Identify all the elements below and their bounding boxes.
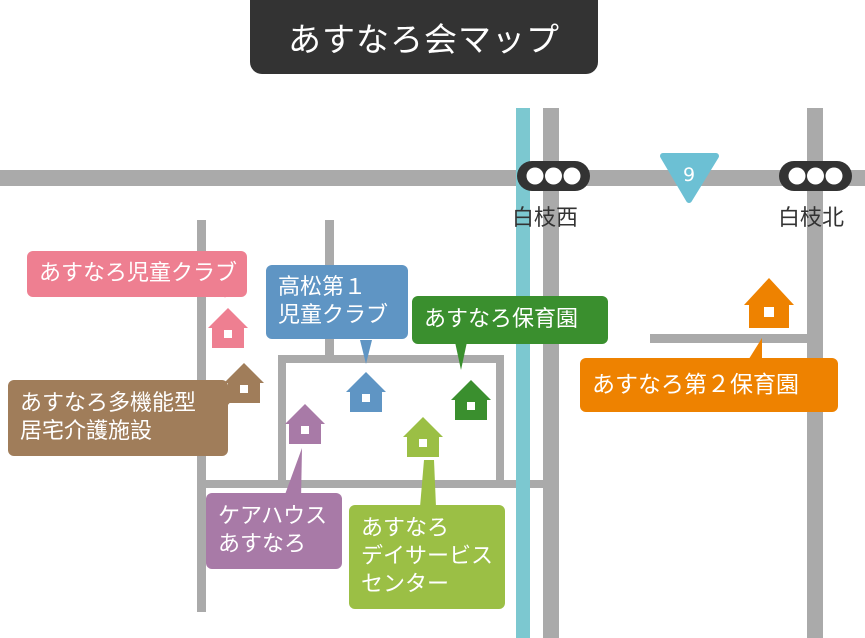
road-block-top <box>278 355 504 363</box>
map-title: あすなろ会マップ <box>250 0 598 74</box>
house-icon <box>285 404 325 444</box>
river <box>516 108 530 638</box>
route-sign-icon: 9 <box>660 153 719 203</box>
road-lower-horizontal <box>200 480 545 488</box>
facility-name-line: あすなろ児童クラブ <box>39 261 238 286</box>
facility-name-line: 児童クラブ <box>278 303 389 328</box>
road-block-left <box>278 355 286 486</box>
road-to-hoikuen2 <box>650 334 810 343</box>
facility-name-line: あすなろ第２保育園 <box>592 372 799 398</box>
facility-name-line: 高松第１ <box>278 275 367 300</box>
pointer-carehouse <box>283 448 302 500</box>
house-icon <box>208 308 248 348</box>
pointer-hoikuen <box>455 342 467 370</box>
house-icon <box>224 363 264 403</box>
traffic-signal-icon <box>779 161 852 191</box>
facility-label-hoikuen[interactable]: あすなろ保育園 <box>412 296 608 344</box>
facility-label-dayservice[interactable]: あすなろ デイサービス センター <box>349 505 505 609</box>
facility-label-takamatsu-club[interactable]: 高松第１ 児童クラブ <box>266 265 408 339</box>
house-icon <box>403 417 443 457</box>
facility-label-takinou[interactable]: あすなろ多機能型 居宅介護施設 <box>8 380 228 456</box>
pointer-dayservice <box>420 460 436 507</box>
facility-label-carehouse[interactable]: ケアハウス あすなろ <box>206 493 342 569</box>
route-number: 9 <box>683 164 695 186</box>
station-label-shirae-nishi: 白枝西 <box>512 206 579 231</box>
pointer-hoikuen2 <box>747 338 762 362</box>
facility-name-line: あすなろ <box>361 516 450 541</box>
house-icon <box>346 372 386 412</box>
house-icon <box>744 278 794 328</box>
house-icon <box>451 380 491 420</box>
facility-name-line: 居宅介護施設 <box>20 419 153 444</box>
road-block-right <box>496 355 504 486</box>
traffic-signal-icon <box>517 161 590 191</box>
facility-name-line: あすなろ <box>218 532 307 557</box>
main-road-horizontal <box>0 170 865 186</box>
road-vertical-station <box>543 108 559 638</box>
pointer-takamatsu-club <box>360 340 372 364</box>
facility-name-line: ケアハウス <box>218 504 328 529</box>
station-label-shirae-kita: 白枝北 <box>778 206 845 231</box>
facility-label-hoikuen2[interactable]: あすなろ第２保育園 <box>580 358 838 412</box>
facility-name-line: あすなろ多機能型 <box>20 391 197 416</box>
facility-name-line: センター <box>361 572 450 597</box>
facility-label-jido-club[interactable]: あすなろ児童クラブ <box>27 251 247 297</box>
facility-name-line: あすなろ保育園 <box>424 307 579 332</box>
facility-name-line: デイサービス <box>361 544 494 569</box>
